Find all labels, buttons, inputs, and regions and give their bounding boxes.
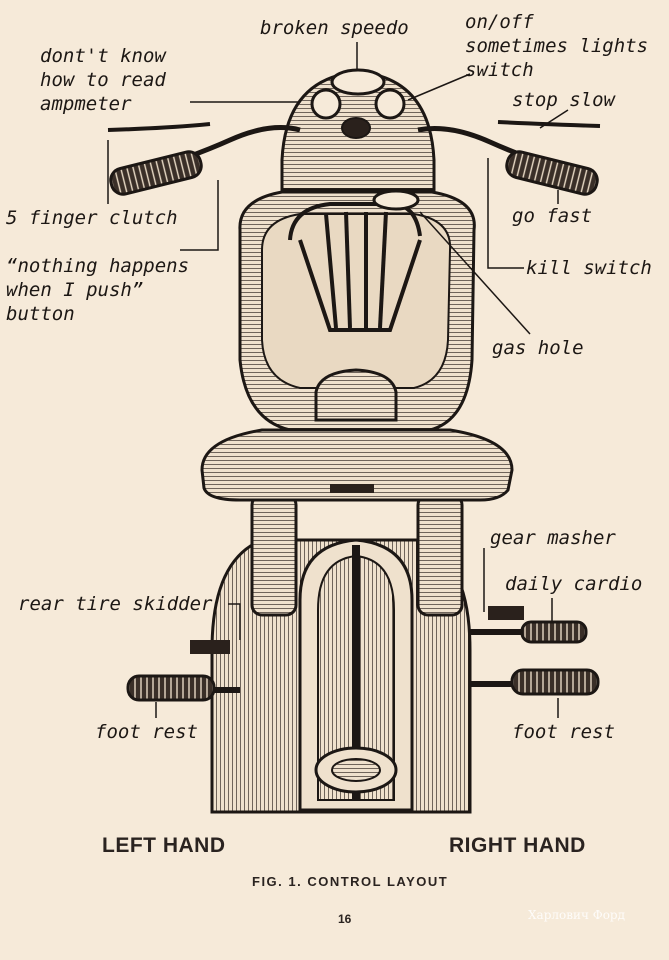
label-kill-switch: kill switch bbox=[526, 257, 652, 279]
label-gas-hole: gas hole bbox=[492, 337, 584, 359]
page-number: 16 bbox=[338, 912, 352, 926]
leader-lines bbox=[107, 42, 569, 718]
right-grip bbox=[505, 150, 599, 196]
watermark: Харлович Форд bbox=[528, 908, 625, 922]
label-ampmeter: dont't know how to read ampmeter bbox=[40, 45, 166, 115]
footrests bbox=[126, 606, 600, 702]
label-foot-rest-right: foot rest bbox=[512, 721, 615, 743]
label-nothing-happens-button: “nothing happens when I push” button bbox=[6, 255, 190, 325]
tank-rack bbox=[288, 202, 422, 332]
label-broken-speedo: broken speedo bbox=[260, 17, 409, 39]
label-stop-slow: stop slow bbox=[512, 89, 615, 111]
label-foot-rest-left: foot rest bbox=[95, 721, 198, 743]
label-rear-tire-skidder: rear tire skidder bbox=[18, 593, 213, 615]
headlamp-nacelle bbox=[280, 68, 436, 192]
saddle bbox=[200, 368, 514, 502]
label-daily-cardio: daily cardio bbox=[505, 573, 643, 595]
label-lights-switch: on/off sometimes lights switch bbox=[465, 11, 649, 81]
caption-right-hand: RIGHT HAND bbox=[449, 834, 586, 857]
label-go-fast: go fast bbox=[512, 205, 593, 227]
gas-cap bbox=[372, 189, 420, 211]
left-grip bbox=[109, 150, 203, 196]
levers bbox=[107, 120, 601, 132]
label-gear-masher: gear masher bbox=[490, 527, 616, 549]
caption-left-hand: LEFT HAND bbox=[102, 834, 226, 857]
label-clutch: 5 finger clutch bbox=[6, 207, 178, 229]
figure-caption: FIG. 1. CONTROL LAYOUT bbox=[252, 874, 449, 889]
